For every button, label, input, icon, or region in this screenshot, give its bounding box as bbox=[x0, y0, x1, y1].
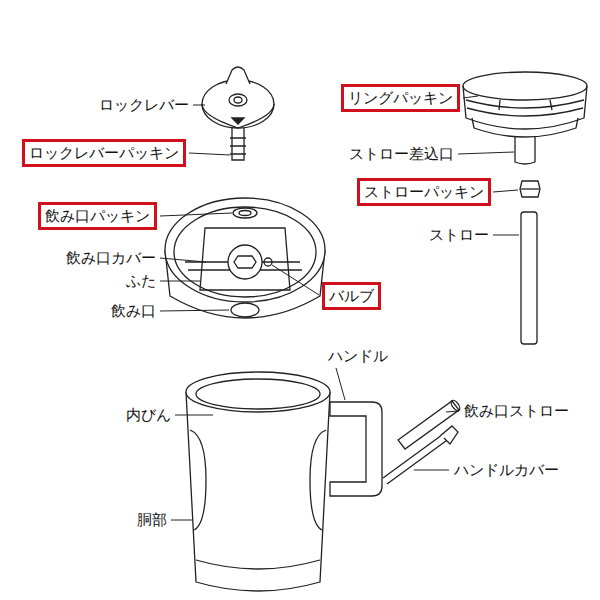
highlighted-part-label: 飲み口パッキン bbox=[38, 202, 157, 230]
lock-lever-drawing bbox=[202, 67, 274, 160]
part-name: ふた bbox=[126, 272, 156, 290]
part-name: ストロー差込口 bbox=[349, 145, 454, 163]
part-label: 胴部 bbox=[135, 510, 169, 530]
part-name: 飲み口 bbox=[111, 302, 156, 320]
part-name: ロックレバー bbox=[99, 96, 189, 114]
part-name: 飲み口パッキン bbox=[45, 207, 150, 225]
part-label: ハンドル bbox=[326, 346, 390, 366]
part-label: 飲み口ストロー bbox=[462, 401, 571, 421]
part-name: ストローパッキン bbox=[364, 183, 484, 201]
straw-drawing bbox=[521, 212, 537, 344]
part-name: ロックレバーパッキン bbox=[29, 144, 179, 162]
part-label: 飲み口カバー bbox=[64, 248, 158, 268]
part-name: リングパッキン bbox=[348, 89, 453, 107]
part-name: ハンドルカバー bbox=[454, 461, 559, 479]
straw-cap-drawing bbox=[463, 72, 587, 164]
part-label: ハンドルカバー bbox=[452, 460, 561, 480]
mouth-straw-drawing bbox=[398, 399, 461, 449]
part-label: ロックレバー bbox=[97, 95, 191, 115]
highlighted-part-label: ロックレバーパッキン bbox=[22, 139, 186, 167]
part-name: 胴部 bbox=[137, 511, 167, 529]
highlighted-part-label: バルブ bbox=[322, 282, 381, 310]
straw-packing-drawing bbox=[520, 181, 540, 197]
part-label: ストロー bbox=[427, 225, 491, 245]
lid-drawing bbox=[165, 198, 325, 318]
part-label: 飲み口 bbox=[109, 301, 158, 321]
part-label: ふた bbox=[124, 271, 158, 291]
highlighted-part-label: リングパッキン bbox=[341, 84, 460, 112]
part-name: 飲み口カバー bbox=[66, 249, 156, 267]
mug-drawing bbox=[186, 372, 382, 591]
part-name: ハンドル bbox=[328, 347, 388, 365]
part-name: ストロー bbox=[429, 226, 489, 244]
part-label: 内びん bbox=[124, 405, 173, 425]
part-name: バルブ bbox=[329, 287, 374, 305]
leader-lines bbox=[160, 96, 519, 520]
part-name: 飲み口ストロー bbox=[464, 402, 569, 420]
part-label: ストロー差込口 bbox=[347, 144, 456, 164]
handle-cover-drawing bbox=[383, 426, 458, 484]
part-name: 内びん bbox=[126, 406, 171, 424]
highlighted-part-label: ストローパッキン bbox=[357, 178, 491, 206]
